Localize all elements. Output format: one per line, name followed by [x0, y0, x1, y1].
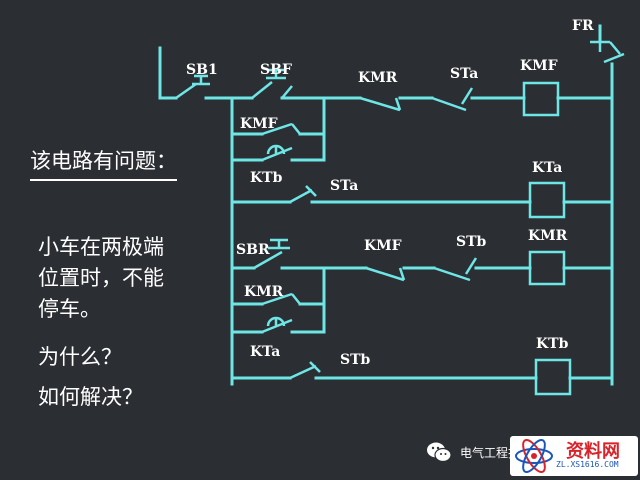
kmr-nc-contact-top: [359, 96, 402, 112]
fr-contact: [590, 40, 625, 64]
label-stb-bot: STb: [340, 352, 371, 368]
label-ktb-coil: KTb: [536, 336, 569, 352]
question-how: 如何解决？: [38, 385, 143, 409]
label-kta-contact: KTa: [250, 344, 280, 360]
kmr-coil: [528, 250, 566, 286]
site-title: 资料网: [566, 441, 620, 462]
wechat-icon: [427, 442, 452, 463]
label-kmr-top: KMR: [358, 70, 398, 86]
label-ktb-contact: KTb: [250, 170, 283, 186]
label-kmf-hold: KMF: [240, 116, 278, 132]
question-why: 为什么？: [38, 345, 122, 369]
label-kmr-coil: KMR: [528, 228, 568, 244]
site-logo: 资料网 ZL.XS1616.COM: [510, 436, 638, 476]
label-sbr: SBR: [236, 242, 270, 258]
stb-contact-bot: [289, 361, 321, 380]
label-kmf-coil: KMF: [520, 58, 558, 74]
label-stb-mid: STb: [456, 234, 487, 250]
label-kmr-hold: KMR: [244, 284, 284, 300]
note-line-3: 停车。: [38, 297, 101, 321]
left-rail-top: [158, 46, 178, 100]
sta-limit-contact-top: [431, 87, 474, 112]
kta-coil: [528, 181, 566, 219]
ktb-coil: [534, 358, 572, 396]
label-sta-top: STa: [450, 66, 478, 82]
atom-icon: [515, 439, 553, 473]
sb1-contact: [175, 74, 234, 100]
stb-limit-contact-mid: [433, 257, 478, 282]
kmf-coil: [522, 81, 560, 117]
sta-contact-mid: [289, 185, 317, 204]
kta-timed-contact: [261, 316, 293, 334]
label-kmf-mid: KMF: [364, 238, 402, 254]
kmr-hold-contact: [261, 292, 301, 306]
label-fr: FR: [572, 18, 594, 34]
kmf-nc-contact-mid: [365, 266, 406, 282]
kmf-hold-contact: [261, 122, 301, 136]
label-sta-mid: STa: [330, 178, 358, 194]
ktb-timed-contact: [261, 144, 293, 162]
label-sbf: SBF: [260, 62, 292, 78]
note-line-2: 位置时，不能: [38, 266, 164, 290]
problem-statement: 该电路有问题：: [30, 146, 177, 181]
note-line-1: 小车在两极端: [38, 235, 164, 259]
sbf-contact: [230, 68, 293, 100]
label-sb1: SB1: [186, 62, 218, 78]
site-url: ZL.XS1616.COM: [556, 460, 619, 469]
sbr-contact: [230, 238, 290, 270]
label-kta-coil: KTa: [532, 160, 562, 176]
